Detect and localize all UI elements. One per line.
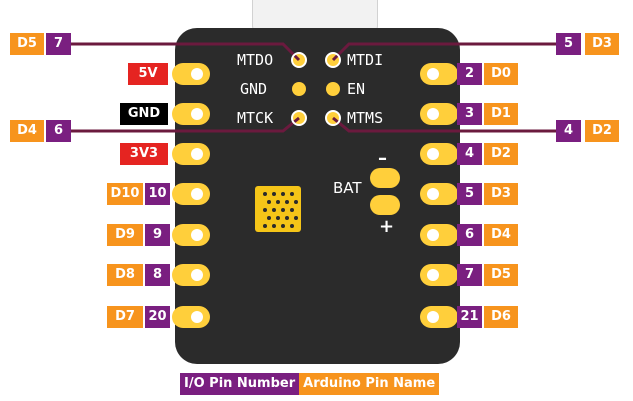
right-pin-pad-6-hole [427, 311, 439, 323]
chip-dot [285, 200, 289, 204]
callout-arduino-tag-0: D5 [10, 33, 44, 55]
chip-dot [294, 216, 298, 220]
chip-dot [267, 200, 271, 204]
callout-io-tag-2: 5 [556, 33, 581, 55]
right-pin-pad-5 [420, 264, 458, 286]
left-pin-pad-2-hole [191, 148, 203, 160]
left-pin-pad-4 [172, 224, 210, 246]
right-pin-pad-6 [420, 306, 458, 328]
left-arduino-tag-6: D7 [107, 306, 143, 328]
right-pin-pad-3-hole [427, 188, 439, 200]
right-arduino-tag-2: D2 [484, 143, 518, 165]
right-arduino-tag-1: D1 [484, 103, 518, 125]
board-body [175, 28, 460, 364]
pad-en [326, 82, 340, 96]
chip-dot [263, 208, 267, 212]
chip-dot [263, 224, 267, 228]
chip-dot [276, 216, 280, 220]
right-arduino-tag-6: D6 [484, 306, 518, 328]
battery-label: BAT [333, 179, 362, 197]
left-io-tag-6: 20 [145, 306, 170, 328]
pad-gnd [292, 82, 306, 96]
left-arduino-tag-5: D8 [107, 264, 143, 286]
left-pin-pad-3 [172, 183, 210, 205]
left-arduino-tag-4: D9 [107, 224, 143, 246]
callout-arduino-tag-2: D3 [585, 33, 619, 55]
battery-minus: – [378, 148, 387, 169]
right-arduino-tag-4: D4 [484, 224, 518, 246]
right-pin-pad-1-hole [427, 108, 439, 120]
chip-dot [281, 208, 285, 212]
right-pin-pad-2-hole [427, 148, 439, 160]
right-io-tag-4: 6 [457, 224, 482, 246]
callout-arduino-tag-1: D4 [10, 120, 44, 142]
left-pin-pad-6-hole [191, 311, 203, 323]
left-pin-pad-6 [172, 306, 210, 328]
left-io-tag-4: 9 [145, 224, 170, 246]
left-pin-pad-0-hole [191, 68, 203, 80]
power-tag-0: 5V [128, 63, 168, 85]
chip-dot [272, 224, 276, 228]
right-arduino-tag-5: D5 [484, 264, 518, 286]
legend-io-pin-number: I/O Pin Number [180, 373, 300, 395]
usb-connector [252, 0, 378, 32]
right-io-tag-0: 2 [457, 63, 482, 85]
right-pin-pad-4 [420, 224, 458, 246]
chip-dot [290, 208, 294, 212]
chip-dot [267, 216, 271, 220]
power-tag-2: 3V3 [120, 143, 168, 165]
right-arduino-tag-3: D3 [484, 183, 518, 205]
chip-dot [272, 192, 276, 196]
right-io-tag-6: 21 [457, 306, 482, 328]
pad-label-gnd: GND [240, 80, 268, 98]
legend-arduino-pin-name: Arduino Pin Name [299, 373, 440, 395]
callout-io-tag-3: 4 [556, 120, 581, 142]
chip-dot [290, 192, 294, 196]
left-pin-pad-5-hole [191, 269, 203, 281]
left-arduino-tag-3: D10 [107, 183, 143, 205]
callout-arduino-tag-3: D2 [585, 120, 619, 142]
right-io-tag-5: 7 [457, 264, 482, 286]
chip-dot [272, 208, 276, 212]
left-pin-pad-1-hole [191, 108, 203, 120]
antenna-chip [255, 186, 301, 232]
right-pin-pad-4-hole [427, 229, 439, 241]
right-io-tag-1: 3 [457, 103, 482, 125]
chip-dot [263, 192, 267, 196]
right-io-tag-2: 4 [457, 143, 482, 165]
left-pin-pad-3-hole [191, 188, 203, 200]
left-pin-pad-2 [172, 143, 210, 165]
right-io-tag-3: 5 [457, 183, 482, 205]
right-pin-pad-1 [420, 103, 458, 125]
right-pin-pad-3 [420, 183, 458, 205]
callout-io-tag-0: 7 [46, 33, 71, 55]
right-pin-pad-0 [420, 63, 458, 85]
chip-dot [276, 200, 280, 204]
legend: I/O Pin Number Arduino Pin Name [180, 373, 440, 395]
left-io-tag-5: 8 [145, 264, 170, 286]
battery-pad-positive [370, 195, 400, 215]
chip-dot [290, 224, 294, 228]
battery-pad-negative [370, 168, 400, 188]
right-pin-pad-2 [420, 143, 458, 165]
callout-io-tag-1: 6 [46, 120, 71, 142]
power-tag-1: GND [120, 103, 168, 125]
left-pin-pad-4-hole [191, 229, 203, 241]
battery-plus: + [379, 216, 395, 237]
left-io-tag-3: 10 [145, 183, 170, 205]
left-pin-pad-0 [172, 63, 210, 85]
chip-dot [294, 200, 298, 204]
right-pin-pad-0-hole [427, 68, 439, 80]
pad-label-en: EN [347, 80, 366, 98]
right-arduino-tag-0: D0 [484, 63, 518, 85]
left-pin-pad-5 [172, 264, 210, 286]
right-pin-pad-5-hole [427, 269, 439, 281]
chip-dot [285, 216, 289, 220]
left-pin-pad-1 [172, 103, 210, 125]
chip-dot [281, 224, 285, 228]
chip-dot [281, 192, 285, 196]
